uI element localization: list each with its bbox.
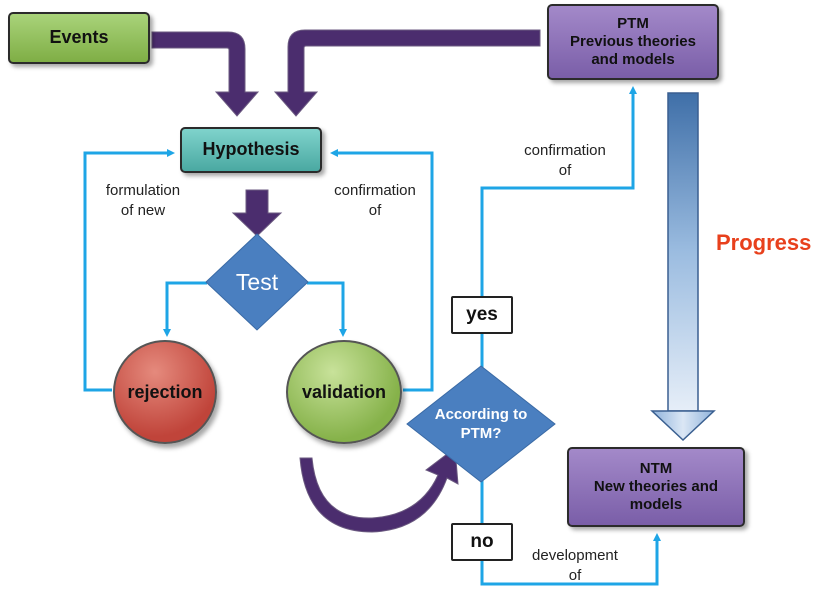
validation-label: validation <box>301 381 386 402</box>
confirmation-right-edge-label: confirmation of <box>510 141 620 182</box>
rejection-node: rejection <box>113 340 217 444</box>
ptm-node: PTM Previous theories and models <box>547 4 719 80</box>
according-label: According to PTM? <box>434 405 528 443</box>
formulation-line-1: formulation <box>105 182 181 199</box>
yes-to-ptm-line <box>480 86 637 368</box>
ntm-subtitle-1: New theories and <box>593 478 719 495</box>
yes-box: yes <box>451 296 513 334</box>
events-node: Events <box>8 12 150 64</box>
confirmation-right-line-2: of <box>558 162 572 180</box>
development-edge-label: development of <box>520 546 630 587</box>
ntm-title: NTM <box>639 460 673 477</box>
test-diamond <box>205 233 309 331</box>
development-line-1: development <box>532 547 618 564</box>
rejection-label: rejection <box>127 381 203 402</box>
confirmation-right-line-1: confirmation <box>524 142 606 159</box>
ptm-subtitle-2: and models <box>591 51 675 68</box>
events-to-hypothesis-arrow <box>151 31 260 117</box>
confirmation-left-line-1: confirmation <box>334 182 416 199</box>
formulation-line-2: of new <box>120 202 166 220</box>
ptm-subtitle-1: Previous theories <box>570 33 696 50</box>
no-box: no <box>451 523 513 561</box>
validation-to-hypothesis-line <box>330 149 434 392</box>
according-diamond <box>406 365 556 483</box>
confirmation-left-edge-label: confirmation of <box>320 181 430 222</box>
ntm-subtitle-2: models <box>629 496 683 513</box>
hypothesis-node: Hypothesis <box>180 127 322 173</box>
formulation-edge-label: formulation of new <box>88 181 198 222</box>
no-label: no <box>470 530 494 552</box>
progress-arrow <box>650 92 716 442</box>
events-label: Events <box>49 27 109 48</box>
ptm-title: PTM <box>617 15 649 32</box>
test-label: Test <box>235 268 279 295</box>
validation-to-according-arrow <box>299 447 459 533</box>
progress-label: Progress <box>716 230 812 255</box>
ptm-to-hypothesis-arrow <box>273 29 541 117</box>
ntm-node: NTM New theories and models <box>567 447 745 527</box>
test-to-validation-line <box>307 281 347 337</box>
rejection-to-hypothesis-line <box>83 149 175 392</box>
hypothesis-label: Hypothesis <box>202 139 300 160</box>
confirmation-left-line-2: of <box>368 202 382 220</box>
test-to-rejection-line <box>163 281 207 337</box>
validation-node: validation <box>286 340 402 444</box>
yes-label: yes <box>466 303 498 325</box>
development-line-2: of <box>568 567 582 585</box>
hypothesis-to-test-arrow <box>231 189 283 237</box>
